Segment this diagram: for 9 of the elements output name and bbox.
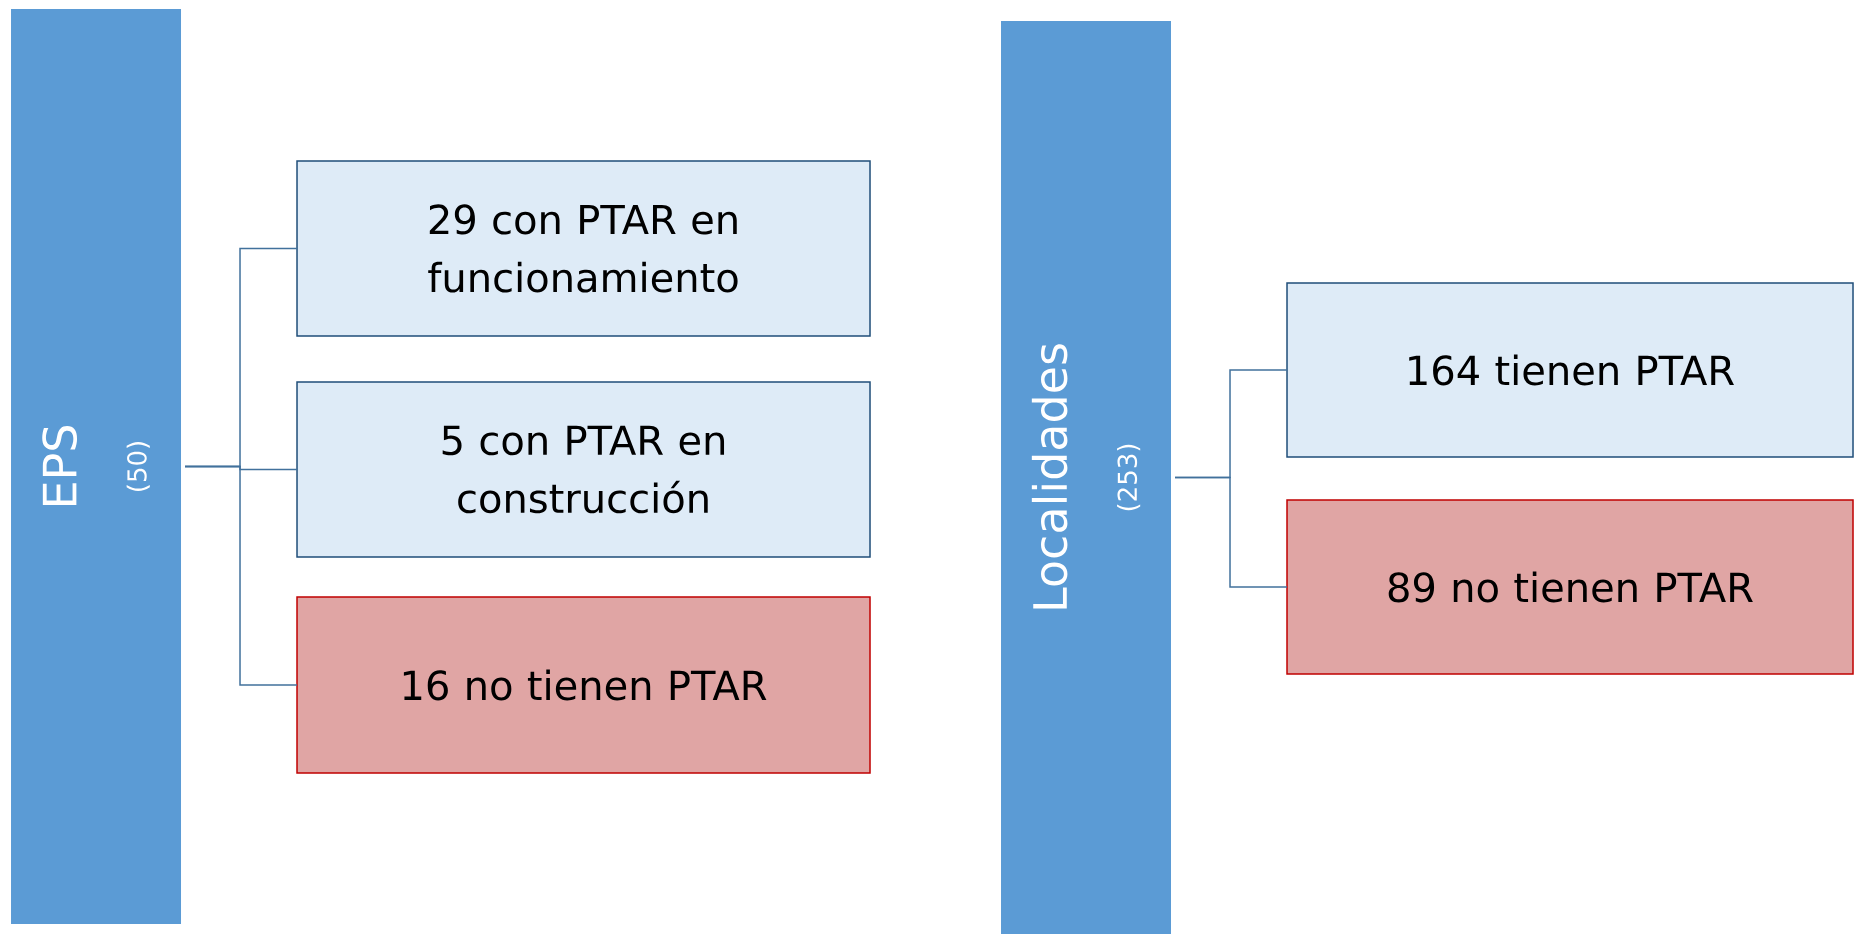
connector-line	[184, 465, 298, 686]
status-box: 29 con PTAR en funcionamiento	[296, 160, 871, 337]
category-bar: EPS (50)	[11, 9, 181, 924]
status-box: 89 no tienen PTAR	[1286, 499, 1854, 675]
status-box: 5 con PTAR en construcción	[296, 381, 871, 558]
category-bar: Localidades (253)	[1001, 21, 1171, 934]
status-box: 16 no tienen PTAR	[296, 596, 871, 774]
connector-line	[1174, 476, 1288, 588]
status-box: 164 tienen PTAR	[1286, 282, 1854, 458]
